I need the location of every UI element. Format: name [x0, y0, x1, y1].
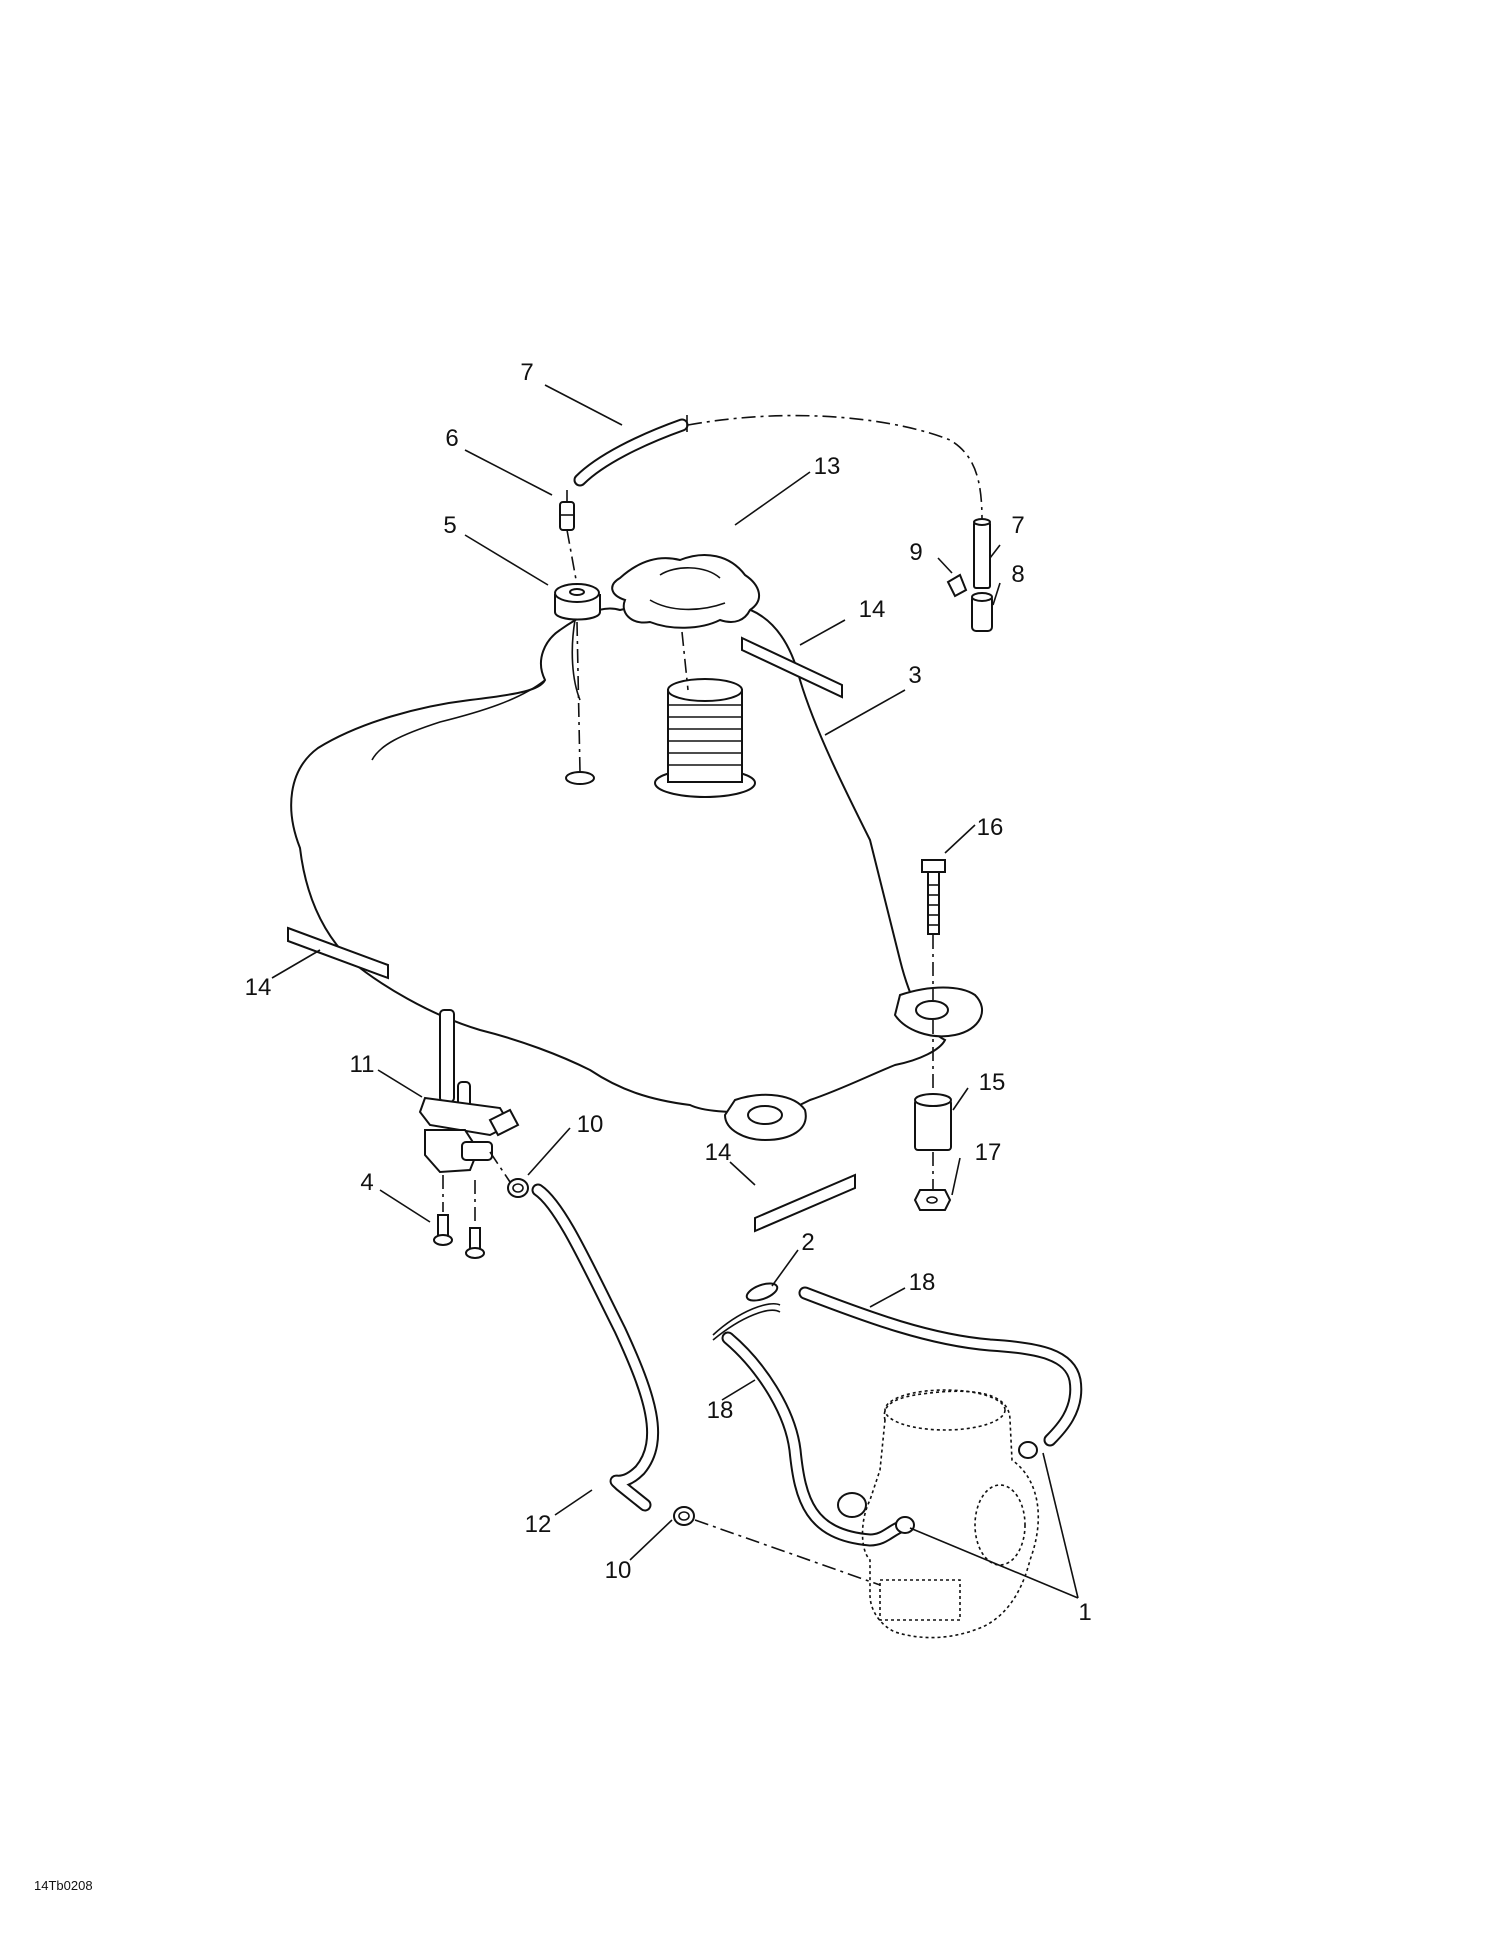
short-hose — [971, 592, 993, 632]
callout-14-bottom: 14 — [705, 1139, 732, 1166]
mounting-bolt — [921, 859, 946, 935]
callout-15: 15 — [979, 1069, 1006, 1096]
callout-numbers: 7 6 13 5 7 9 8 14 3 16 14 11 10 15 14 4 … — [245, 359, 1092, 1626]
leader-lines — [271, 384, 1079, 1599]
screw-left — [433, 1214, 453, 1246]
flange-nut — [913, 1189, 952, 1211]
fuel-tank — [290, 601, 984, 1142]
callout-1: 1 — [1078, 1599, 1091, 1626]
callout-4: 4 — [360, 1169, 373, 1196]
hose-clamp-lower — [673, 1506, 695, 1526]
callout-11: 11 — [350, 1051, 375, 1078]
tie-strap — [712, 1282, 781, 1341]
rear-mounting-ear — [723, 1093, 807, 1142]
rubber-pad-bottom — [754, 1173, 856, 1233]
callout-3: 3 — [908, 662, 921, 689]
callout-10-lower: 10 — [605, 1557, 632, 1584]
callout-13: 13 — [814, 453, 841, 480]
callout-18-upper: 18 — [909, 1269, 936, 1296]
callout-14-top: 14 — [859, 596, 886, 623]
overflow-hose-upper — [798, 1286, 1083, 1447]
callout-14-left: 14 — [245, 974, 272, 1001]
filler-neck — [654, 678, 756, 798]
hose-clamp-upper — [507, 1178, 529, 1198]
drawing-code: 14Tb0208 — [34, 1878, 93, 1893]
fuel-hose — [531, 1183, 660, 1512]
rubber-pad-top — [741, 636, 843, 699]
spacer — [914, 1093, 952, 1151]
callout-7-upper: 7 — [520, 359, 533, 386]
callout-17: 17 — [975, 1139, 1002, 1166]
assembly-lines — [442, 414, 983, 1586]
callout-2: 2 — [801, 1229, 814, 1256]
fuel-cap — [611, 554, 760, 629]
screw-right — [465, 1227, 485, 1259]
callout-18-lower: 18 — [707, 1397, 734, 1424]
fuel-valve — [418, 1009, 520, 1174]
front-mounting-ear — [893, 986, 984, 1038]
callout-6: 6 — [445, 425, 458, 452]
callout-10-upper: 10 — [577, 1111, 604, 1138]
vent-hose-upper — [573, 415, 689, 487]
callout-5: 5 — [443, 512, 456, 539]
vent-grommet — [554, 583, 601, 621]
carburetor — [837, 1389, 1040, 1639]
callout-8: 8 — [1011, 561, 1024, 588]
check-valve — [946, 573, 968, 598]
vent-hose-right — [973, 518, 991, 589]
vent-hole — [565, 771, 595, 785]
vent-fitting — [559, 490, 575, 531]
rubber-pad-left — [287, 926, 389, 980]
callout-16: 16 — [977, 814, 1004, 841]
overflow-hose-lower — [721, 1331, 912, 1547]
callout-7-right: 7 — [1011, 512, 1024, 539]
callout-12: 12 — [525, 1511, 552, 1538]
callout-9: 9 — [909, 539, 922, 566]
